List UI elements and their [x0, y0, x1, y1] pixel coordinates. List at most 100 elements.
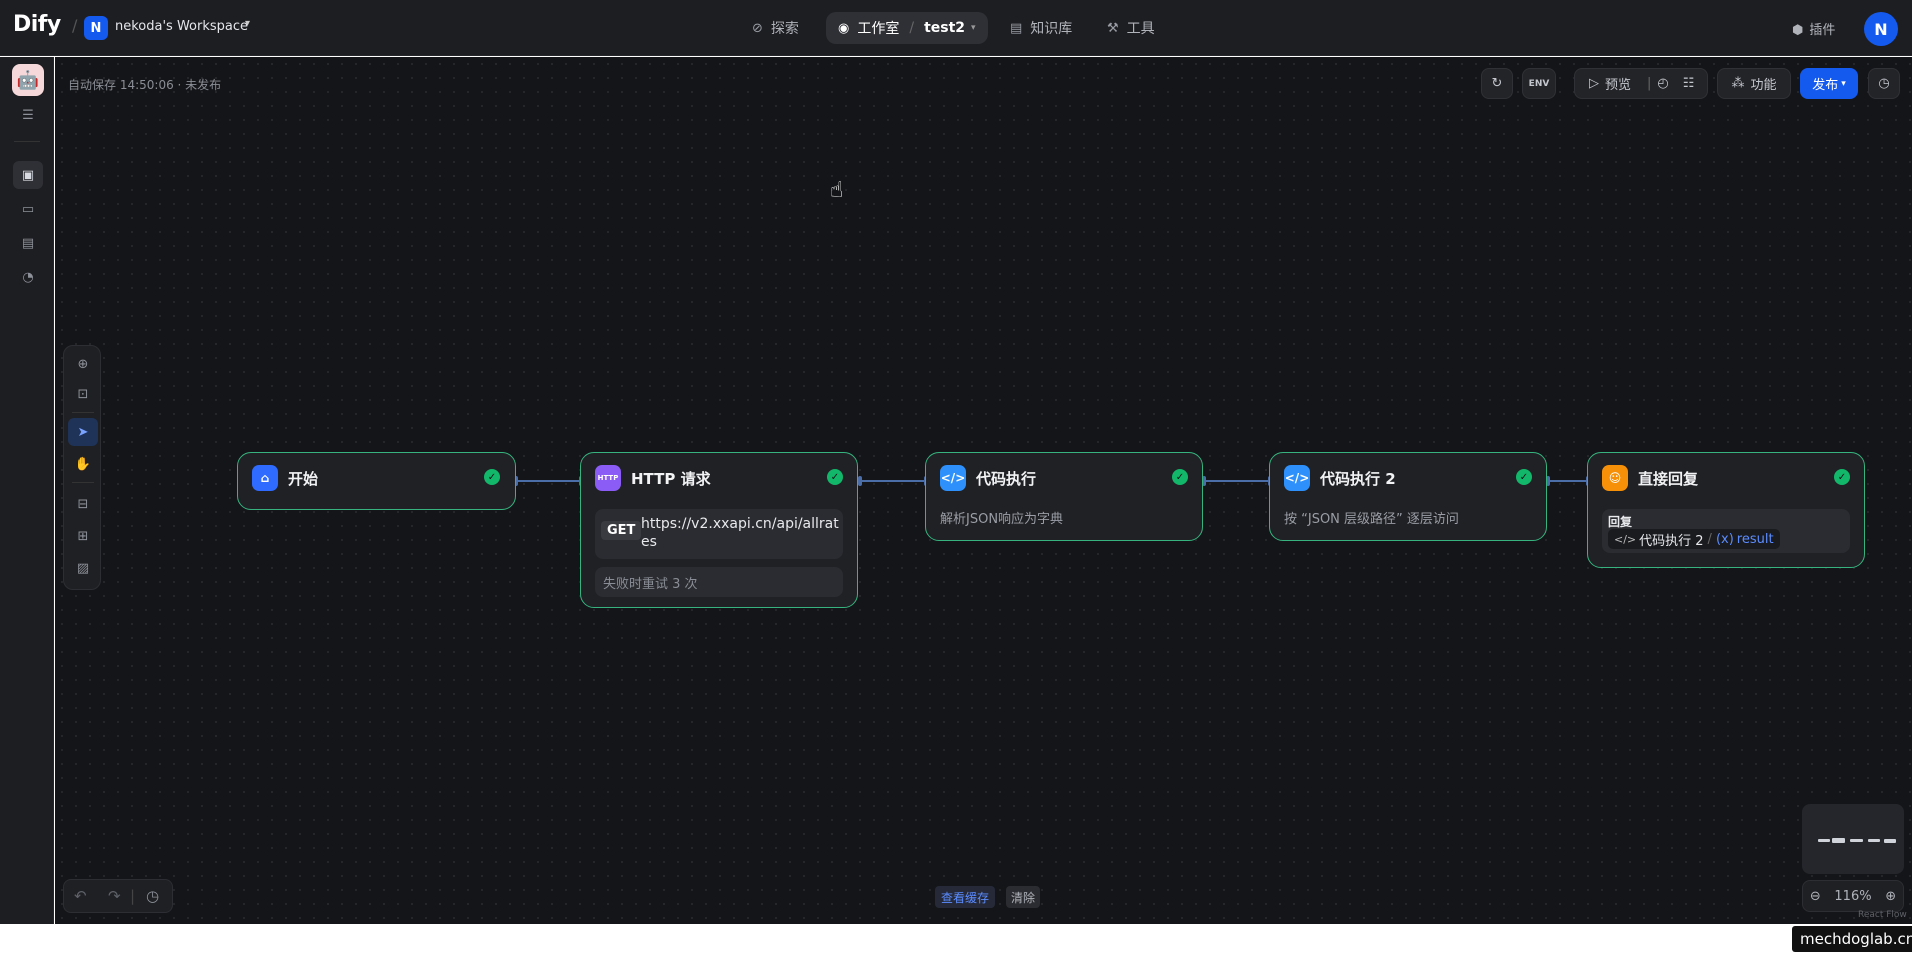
node-code-1[interactable]: </> 代码执行 ✓ 解析JSON响应为字典 — [925, 452, 1203, 541]
undo-icon[interactable]: ↶ — [74, 887, 87, 905]
hand-icon[interactable]: ✋ — [74, 456, 92, 472]
minimap-node — [1868, 839, 1880, 842]
node-answer[interactable]: ☺ 直接回复 ✓ 回复 </> 代码执行 2 / (x) result — [1587, 452, 1865, 568]
app-name[interactable]: test2 — [924, 20, 966, 36]
chevron-down-icon[interactable]: ▾ — [245, 18, 251, 29]
nav-explore-label: 探索 — [770, 21, 799, 37]
zoom-controls: ⊖ 116% ⊕ — [1802, 880, 1904, 912]
source-handle[interactable] — [858, 476, 862, 486]
env-button[interactable]: ENV — [1522, 68, 1556, 99]
node-start[interactable]: ⌂ 开始 ✓ — [237, 452, 516, 510]
monitor-icon[interactable]: ◔ — [22, 269, 34, 285]
edge-code2-answer[interactable] — [1547, 480, 1588, 482]
source-handle[interactable] — [1202, 476, 1206, 486]
app-robot-icon[interactable]: 🤖 — [12, 64, 44, 96]
checklist-icon[interactable]: ☷ — [1682, 76, 1695, 91]
node-header: </> 代码执行 2 — [1284, 465, 1396, 491]
nav-knowledge-label: 知识库 — [1030, 21, 1073, 37]
view-cache-button[interactable]: 查看缓存 — [935, 886, 996, 908]
export-image-icon[interactable]: ⊟ — [77, 496, 89, 512]
separator: / — [1707, 531, 1712, 547]
version-history-icon[interactable]: ◷ — [1868, 68, 1900, 99]
watermark: mechdoglab.cn — [1792, 926, 1912, 952]
reply-label: 回复 — [1608, 515, 1633, 529]
edge-http-code1[interactable] — [860, 480, 926, 482]
variable-reference: </> 代码执行 2 / (x) result — [1608, 529, 1780, 549]
play-icon[interactable]: ▷ — [1589, 76, 1599, 91]
sync-icon[interactable]: ↻ — [1481, 68, 1513, 99]
node-code-2[interactable]: </> 代码执行 2 ✓ 按 “JSON 层级路径” 逐层访问 — [1269, 452, 1547, 541]
node-header: </> 代码执行 — [940, 465, 1036, 491]
clear-cache-button[interactable]: 清除 — [1006, 886, 1041, 908]
nav-explore[interactable]: ⊘ 探索 — [752, 12, 799, 44]
nav-studio-label: 工作室 — [857, 21, 900, 37]
node-title: 开始 — [288, 469, 319, 488]
nav-knowledge[interactable]: ▤ 知识库 — [1010, 12, 1072, 44]
source-handle[interactable] — [514, 476, 518, 486]
edge-code1-code2[interactable] — [1203, 480, 1270, 482]
chevron-down-icon[interactable]: ▾ — [971, 23, 976, 33]
nav-separator: / — [909, 20, 915, 36]
workspace-badge[interactable]: N — [84, 16, 108, 40]
edge-start-http[interactable] — [515, 480, 581, 482]
add-note-icon[interactable]: ⊡ — [77, 386, 89, 402]
zoom-level[interactable]: 116% — [1834, 888, 1872, 904]
compass-icon: ⊘ — [752, 20, 763, 36]
divider: | — [130, 887, 136, 905]
nav-tools[interactable]: ⚒ 工具 — [1107, 12, 1155, 44]
features-button[interactable]: ⁂功能 — [1717, 68, 1791, 99]
minimap-node — [1818, 839, 1830, 842]
user-avatar[interactable]: N — [1864, 12, 1898, 46]
http-method: GET — [601, 521, 642, 540]
success-check-icon: ✓ — [827, 469, 843, 485]
divider — [72, 412, 94, 413]
code-icon: </> — [1284, 465, 1310, 491]
organize-icon[interactable]: ⊞ — [77, 528, 89, 544]
preview-button[interactable]: 预览 — [1605, 78, 1632, 93]
page-footer — [0, 924, 1912, 954]
code-icon: </> — [1614, 532, 1637, 546]
node-header: HTTP HTTP 请求 — [595, 465, 711, 491]
node-title: 代码执行 — [976, 469, 1037, 488]
plugins-label: 插件 — [1809, 23, 1836, 38]
minimap-toggle-icon[interactable]: ▨ — [76, 560, 90, 576]
nav-tools-label: 工具 — [1126, 21, 1155, 37]
book-icon: ▤ — [1010, 20, 1023, 36]
node-header: ☺ 直接回复 — [1602, 465, 1698, 491]
breadcrumb-separator: / — [72, 16, 78, 35]
pointer-icon[interactable]: ➤ — [68, 418, 98, 446]
checklist-clock-icon[interactable]: ◴ — [1657, 76, 1669, 91]
logs-icon[interactable]: ▤ — [21, 235, 35, 251]
history-icon[interactable]: ◷ — [146, 887, 160, 905]
plugins-link[interactable]: ⬢ 插件 — [1792, 19, 1835, 38]
home-icon: ⌂ — [252, 465, 278, 491]
zoom-in-icon[interactable]: ⊕ — [1885, 888, 1897, 904]
features-icon: ⁂ — [1731, 76, 1745, 91]
app-settings-icon[interactable]: ☰ — [22, 107, 34, 123]
publish-button[interactable]: 发布▾ — [1800, 68, 1858, 99]
node-title: 代码执行 2 — [1320, 469, 1396, 488]
zoom-out-icon[interactable]: ⊖ — [1809, 888, 1821, 904]
redo-icon[interactable]: ↷ — [108, 887, 121, 905]
add-node-icon[interactable]: ⊕ — [77, 356, 89, 372]
react-flow-attribution[interactable]: React Flow — [1858, 910, 1907, 920]
minimap[interactable] — [1802, 804, 1904, 874]
minimap-node — [1884, 839, 1896, 843]
workspace-name[interactable]: nekoda's Workspace — [115, 19, 249, 34]
node-title: 直接回复 — [1638, 469, 1699, 488]
node-http-request[interactable]: HTTP HTTP 请求 ✓ GET https://v2.xxapi.cn/a… — [580, 452, 858, 608]
minimap-node — [1832, 838, 1845, 843]
canvas-tools: ⊕ ⊡ ➤ ✋ ⊟ ⊞ ▨ — [63, 345, 101, 590]
minimap-node — [1850, 839, 1863, 842]
dify-logo[interactable]: Dify — [13, 12, 61, 37]
http-icon: HTTP — [595, 465, 621, 491]
ref-node-name: 代码执行 2 — [1639, 533, 1704, 549]
nav-studio[interactable]: ◉ 工作室 / test2 ▾ — [826, 12, 988, 44]
hand-cursor-icon: ☝ — [830, 178, 844, 203]
top-bar: Dify / N nekoda's Workspace ▾ ⊘ 探索 ◉ 工作室… — [0, 0, 1912, 56]
orchestrate-icon[interactable]: ▣ — [13, 161, 43, 189]
chevron-down-icon: ▾ — [1841, 78, 1846, 89]
cube-icon: ⬢ — [1792, 23, 1804, 38]
source-handle[interactable] — [1546, 476, 1550, 486]
terminal-icon[interactable]: ▭ — [21, 201, 35, 217]
